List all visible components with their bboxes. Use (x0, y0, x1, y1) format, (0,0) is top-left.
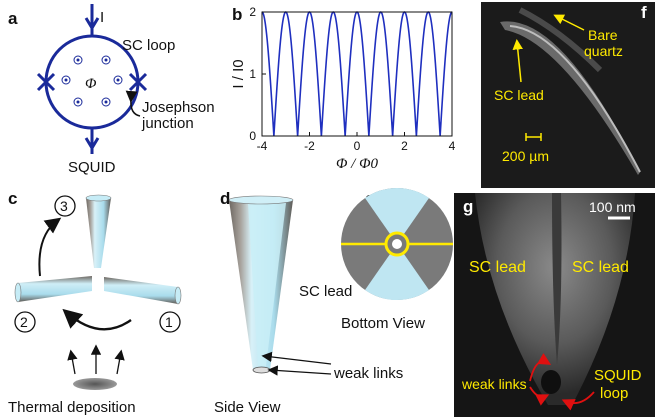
sc-lead-label-f: SC lead (494, 87, 544, 103)
weak-link-arrow-g1 (529, 353, 552, 382)
aperture (392, 239, 402, 249)
y-tick-label: 1 (249, 67, 256, 81)
step-2-marker (14, 311, 36, 333)
josephson-junction-right-icon (128, 72, 148, 92)
panel-c: c 3 2 1 Thermal deposition (8, 189, 182, 416)
tip-1-top (174, 286, 182, 305)
weak-links-label-g: weak links (461, 376, 527, 392)
weak-link-arrow-g2 (529, 386, 550, 406)
tip-3-top (85, 194, 112, 202)
rotation-arrow-left (62, 308, 132, 331)
scale-label-f: 200 µm (502, 148, 549, 164)
tip-position-2 (18, 276, 92, 302)
panel-d-label: d (220, 189, 230, 208)
flux-dots (61, 55, 123, 107)
rotation-arrow-up (38, 217, 62, 277)
panel-d: d SC lead weak links Side View (214, 189, 403, 416)
weak-links-label-d: weak links (333, 365, 403, 382)
side-view-top (228, 195, 294, 205)
side-view-lead (248, 203, 286, 366)
panel-a: a I Φ SC loop Josephson junction SQUID (8, 4, 215, 176)
series-line (261, 11, 453, 137)
tip-position-3 (86, 198, 111, 268)
panel-b: b -4 -2 0 2 4 0 1 2 Φ / Φ0 I / I0 (230, 5, 456, 172)
bare-quartz-arrow (553, 14, 585, 31)
step-1-marker (159, 311, 181, 333)
panel-a-label: a (8, 9, 18, 28)
pipette-edge (509, 25, 641, 173)
squid-loop-label-line1: SQUID (594, 367, 642, 384)
thermal-deposition-caption: Thermal deposition (8, 399, 136, 416)
x-tick-label: -2 (304, 139, 315, 153)
weak-link-arrow-2 (267, 365, 332, 376)
x-tick-label: 0 (354, 139, 361, 153)
panel-g: g 100 nm SC lead SC lead weak links SQUI… (454, 193, 655, 417)
deposition-arrows (67, 344, 125, 375)
sc-lead-label-d: SC lead (299, 283, 352, 300)
josephson-junction-left-icon (36, 72, 56, 92)
evaporation-source (73, 378, 117, 390)
tip-position-1 (104, 277, 178, 304)
panel-e: e Bottom View (341, 187, 453, 332)
current-arrow-icon (84, 17, 100, 31)
junction-label-line2: junction (141, 115, 194, 132)
current-label: I (100, 9, 104, 26)
bare-quartz-label-line1: Bare (588, 27, 618, 43)
bottom-view-caption: Bottom View (341, 315, 425, 332)
x-axis-label: Φ / Φ0 (336, 156, 379, 172)
step-3-number: 3 (60, 198, 68, 214)
x-tick-label: 2 (401, 139, 408, 153)
sem-image-f (481, 2, 655, 188)
step-2-number: 2 (20, 314, 28, 330)
y-tick-label: 2 (249, 5, 256, 19)
current-out-arrow-icon (84, 137, 100, 151)
panel-f-label: f (641, 3, 647, 22)
junction-arrow (125, 90, 141, 117)
squid-loop-label-line2: loop (600, 385, 628, 402)
bare-quartz-sector-bottom (365, 244, 429, 301)
pipette-shade (518, 7, 603, 73)
squid-hole (541, 370, 561, 394)
scale-label-g: 100 nm (589, 199, 636, 215)
squid-loop-arrow (561, 391, 595, 411)
y-axis-label: I / I0 (230, 59, 247, 88)
sc-lead-arrow (512, 39, 523, 83)
panel-f: f Bare quartz SC lead 200 µm (481, 2, 655, 188)
x-tick-label: -4 (257, 139, 268, 153)
y-tick-label: 0 (249, 129, 256, 143)
side-view-aperture (252, 366, 271, 374)
sc-loop-label: SC loop (122, 37, 175, 54)
flux-symbol: Φ (85, 76, 97, 92)
panel-g-label: g (463, 197, 473, 216)
side-view-caption: Side View (214, 399, 281, 416)
scale-bar-f (525, 133, 542, 141)
bare-quartz-label-line2: quartz (584, 43, 623, 59)
tip-2-top (14, 282, 22, 303)
squid-label: SQUID (68, 159, 116, 176)
weak-link-arrow-1 (261, 351, 332, 365)
sc-lead-left-label: SC lead (469, 259, 526, 276)
panel-c-label: c (8, 189, 17, 208)
panel-b-label: b (232, 5, 242, 24)
x-tick-label: 4 (449, 139, 456, 153)
junction-label-line1: Josephson (142, 99, 215, 116)
step-3-marker (54, 195, 76, 217)
central-groove (552, 193, 562, 365)
step-1-number: 1 (165, 314, 173, 330)
bare-quartz-sector-top (365, 187, 429, 244)
flux-modulation-chart: -4 -2 0 2 4 0 1 2 Φ / Φ0 I / I0 (230, 5, 456, 172)
sc-lead-right-label: SC lead (572, 259, 629, 276)
